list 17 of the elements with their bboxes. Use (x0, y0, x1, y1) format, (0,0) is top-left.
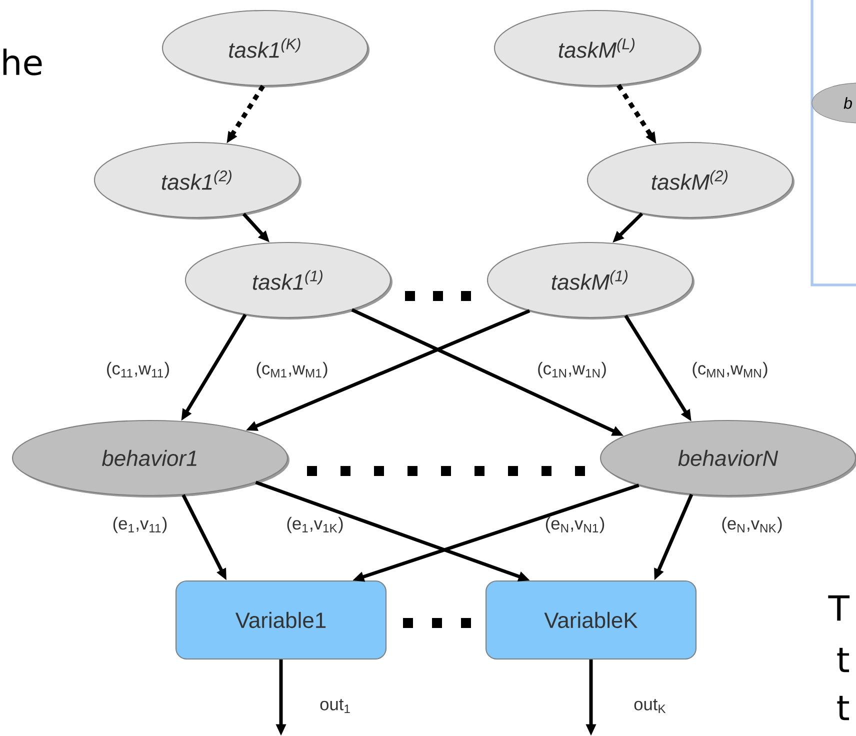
edge-label: (c$_{M1}$,w$_{M1}$) (256, 362, 328, 378)
edge-label: out$_{1}$ (320, 698, 350, 714)
edge-label: (c$_{MN}$,w$_{MN}$) (692, 362, 768, 378)
text-fragment: he (3, 48, 42, 76)
edge-label: out$_{K}$ (634, 698, 666, 714)
text-fragment: b (844, 97, 852, 109)
edge-label: (e$_{N}$,v$_{NK}$) (722, 516, 782, 534)
edge-label: (e$_{1}$,v$_{1K}$) (287, 516, 343, 534)
variable-box: Variable1 (175, 580, 387, 660)
edge-label: (c$_{11}$,w$_{11}$) (107, 362, 169, 378)
variable-box: VariableK (485, 580, 697, 660)
edge-label: (e$_{1}$,v$_{11}$) (113, 516, 167, 534)
text-fragment: t (837, 648, 850, 672)
edge-label: (c$_{1N}$,w$_{1N}$) (538, 362, 606, 378)
text-fragment: T (828, 595, 850, 621)
text-fragment: t (837, 696, 850, 720)
edge-label: (e$_{N}$,v$_{N1}$) (546, 516, 604, 534)
